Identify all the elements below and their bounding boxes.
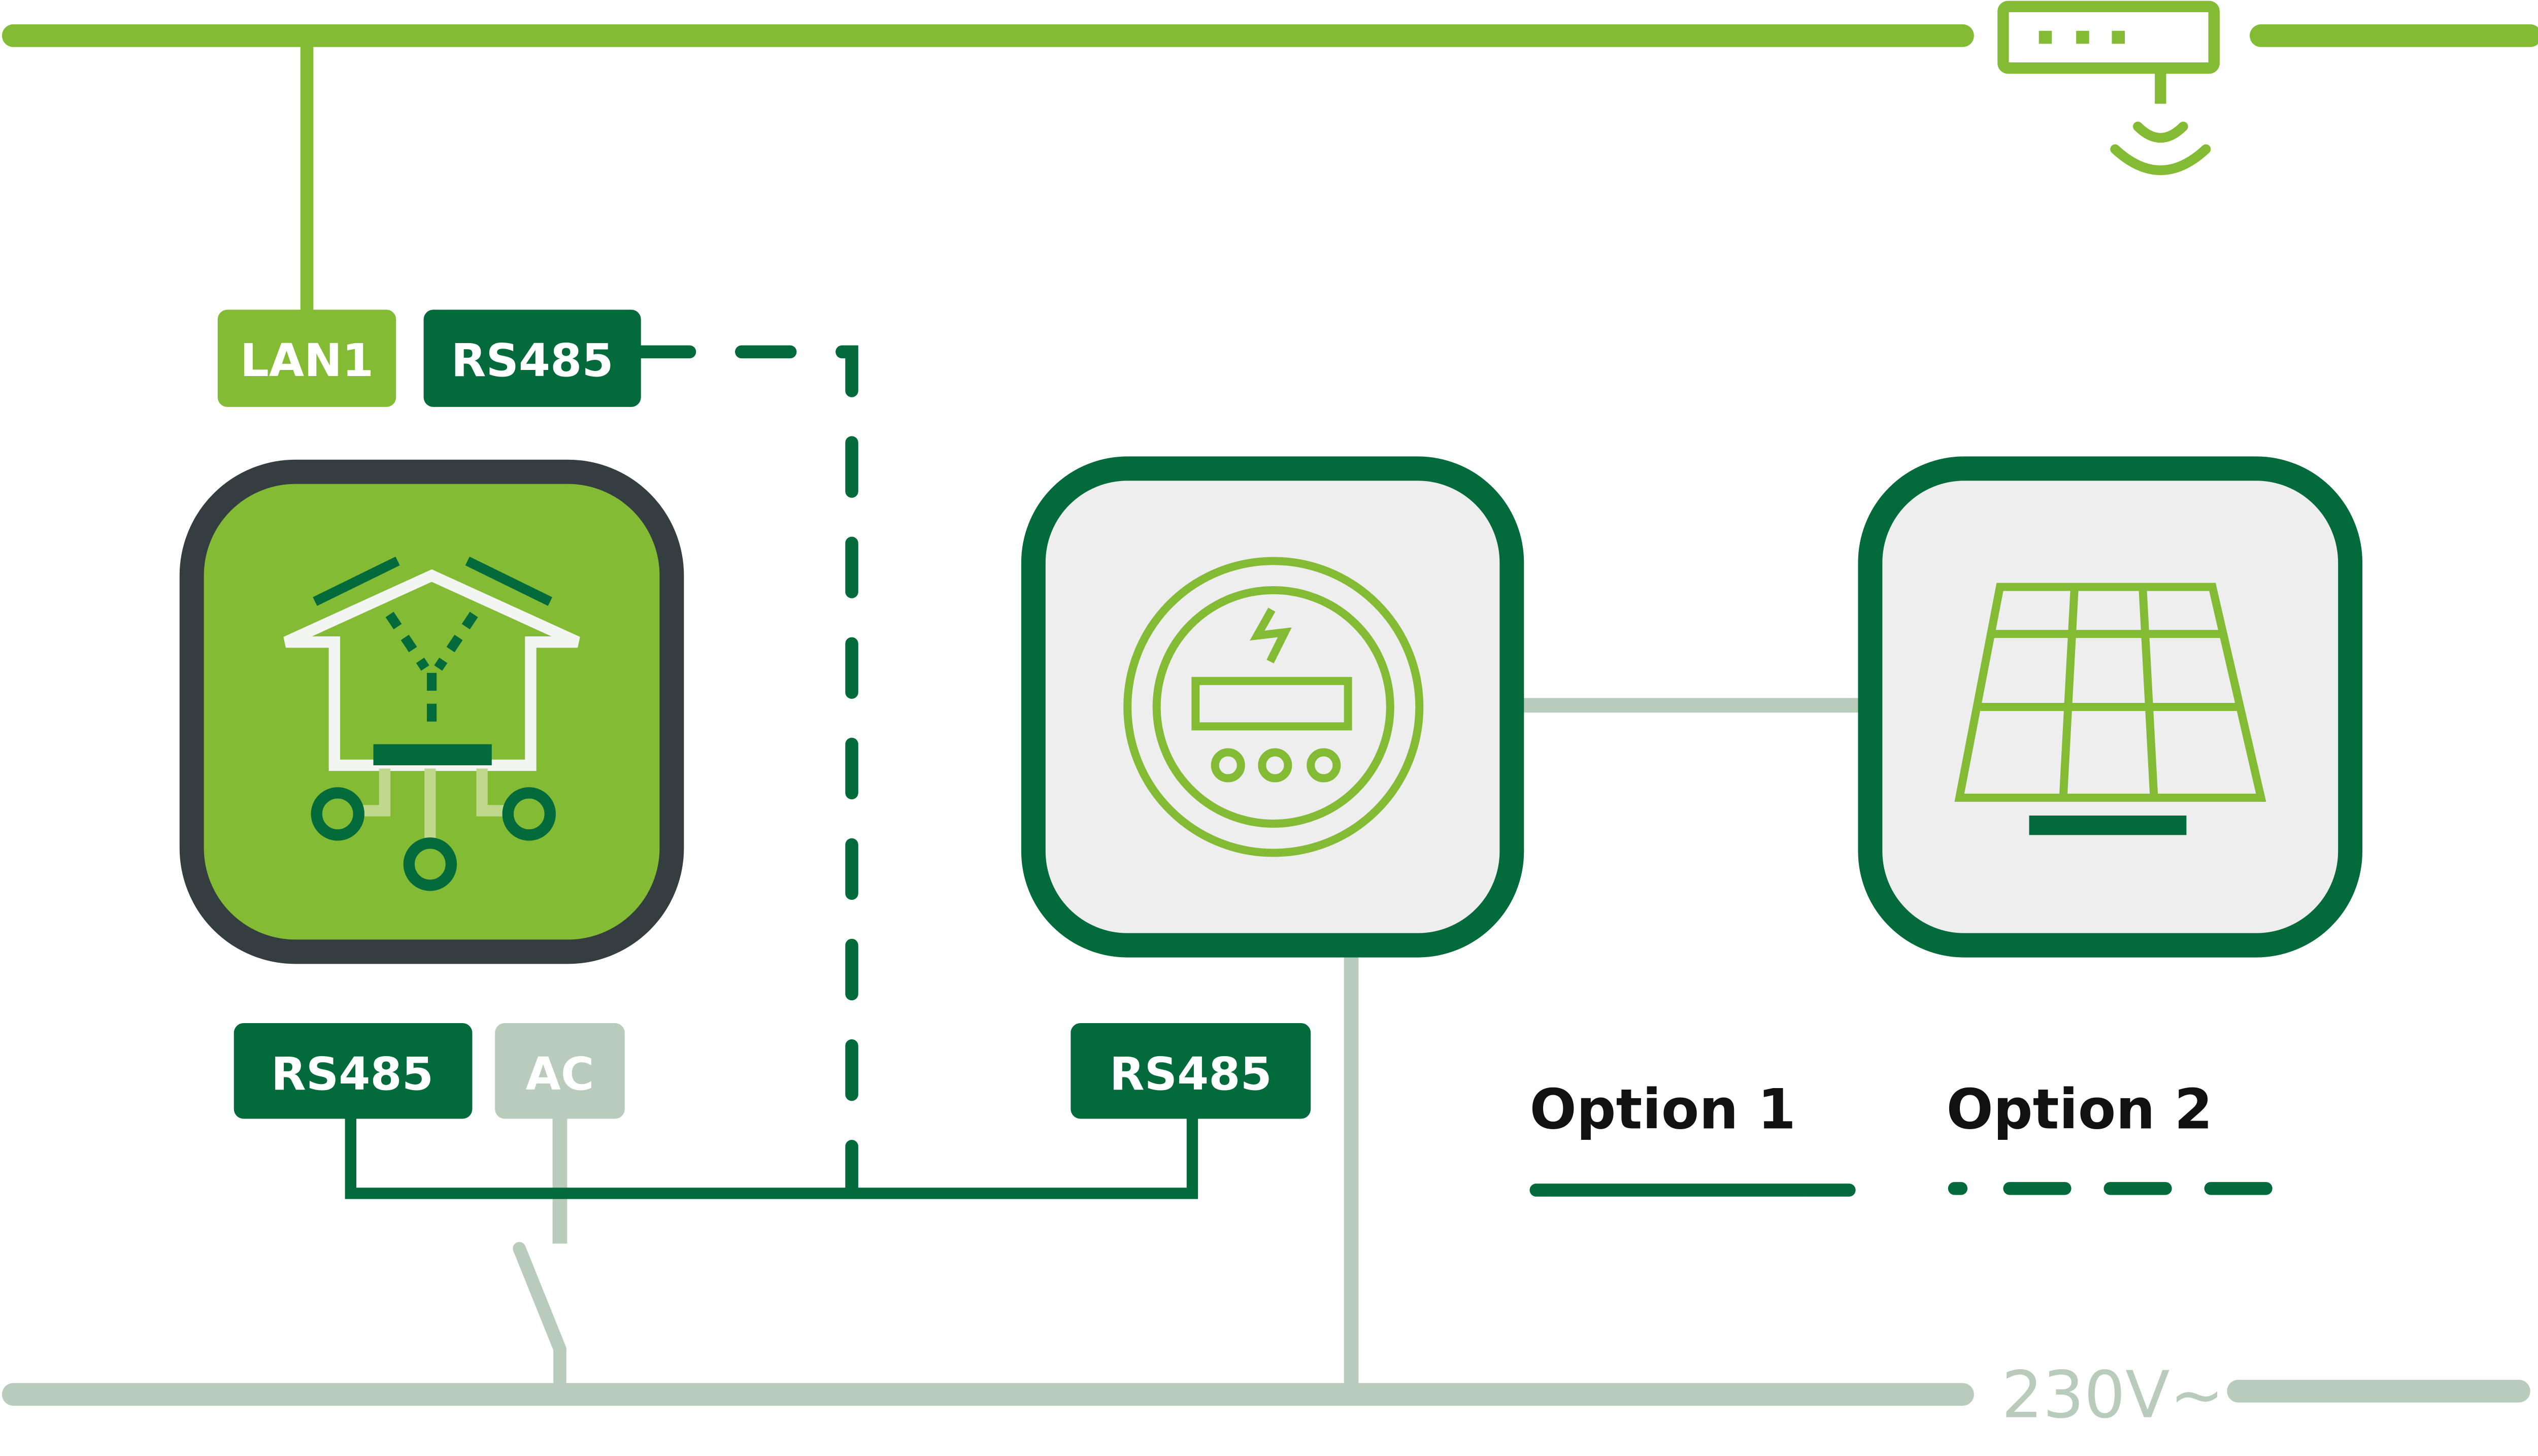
ac-port-label: AC [495, 1023, 625, 1119]
lan-bus [2, 24, 2538, 323]
lan1-text: LAN1 [240, 334, 374, 387]
switch-icon [513, 1242, 566, 1393]
power-bus [2, 1379, 2530, 1406]
ac-text: AC [526, 1048, 594, 1101]
rs485-controller-port-label: RS485 [233, 1023, 473, 1119]
legend-option2-label: Option 2 [1947, 1077, 2213, 1142]
energy-meter-icon [1021, 456, 1524, 958]
ac-wires [552, 698, 1862, 1386]
option2-connection-line [634, 345, 858, 1199]
rs485-top-port-label: RS485 [423, 310, 641, 407]
router-icon [1997, 1, 2220, 104]
option1-connection-line [345, 1115, 1198, 1199]
wifi-icon [2110, 121, 2211, 175]
rs485-meter-text: RS485 [1110, 1048, 1272, 1101]
legend: Option 1 Option 2 [1529, 1077, 2278, 1197]
rs485-meter-port-label: RS485 [1071, 1023, 1311, 1119]
legend-option1-label: Option 1 [1529, 1077, 1796, 1142]
rs485-controller-text: RS485 [271, 1048, 433, 1101]
rs485-top-text: RS485 [451, 334, 614, 387]
lan1-port-label: LAN1 [217, 310, 396, 407]
smart-home-controller-icon [179, 459, 684, 964]
voltage-label: 230V~ [2001, 1357, 2224, 1433]
solar-panel-icon [1858, 456, 2363, 958]
